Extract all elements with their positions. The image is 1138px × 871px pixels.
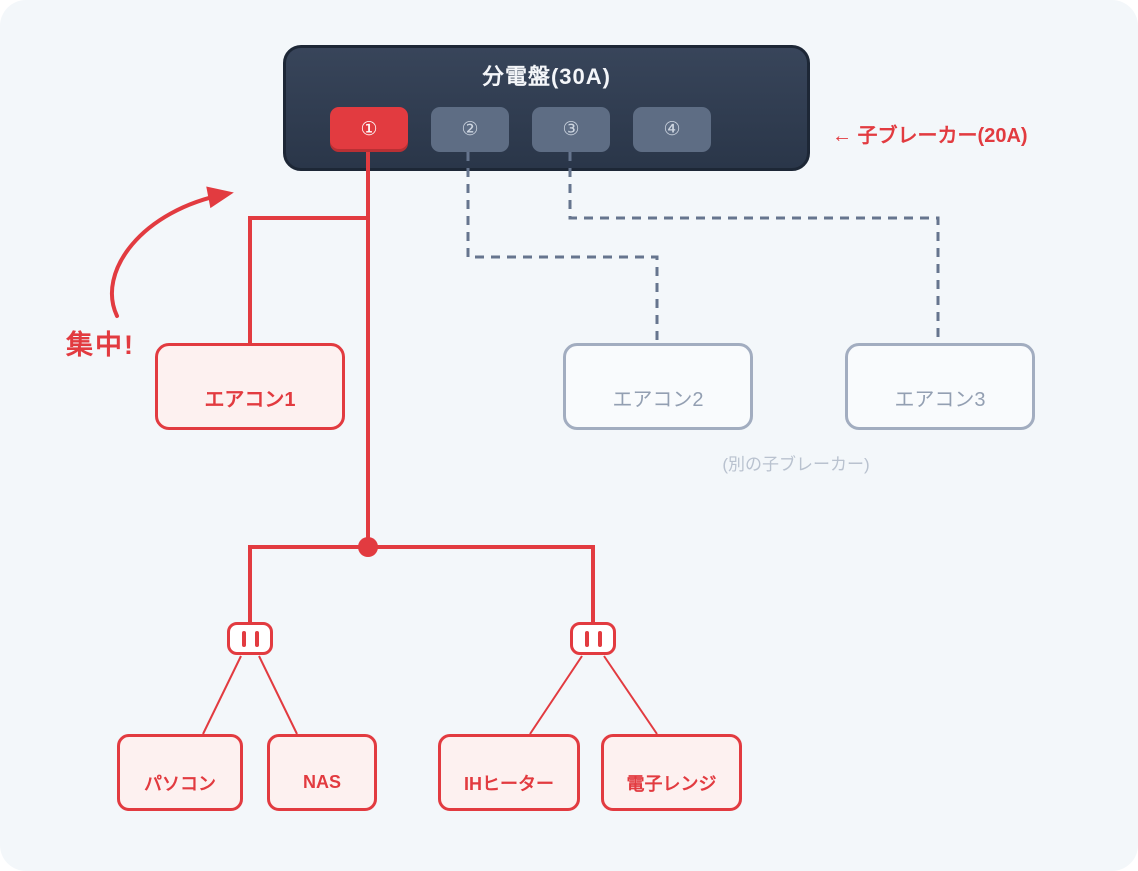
- concentration-label: 集中!: [66, 330, 135, 360]
- cord-outlet1-nas: [258, 655, 298, 735]
- wire-breaker2-to-aircon2: [466, 152, 659, 343]
- node-nas: NAS: [267, 734, 377, 811]
- node-aircon1-label: エアコン1: [204, 389, 296, 411]
- outlet-slot-icon: [241, 630, 246, 647]
- wire-branch-aircon1: [248, 216, 368, 343]
- node-aircon3-label: エアコン3: [894, 389, 986, 411]
- node-aircon1: エアコン1: [155, 343, 345, 430]
- cord-outlet2-ih: [529, 655, 583, 735]
- breaker-3: ③: [532, 107, 610, 152]
- child-breaker-label: ← 子ブレーカー(20A): [832, 125, 1028, 147]
- node-ih-heater-label: IHヒーター: [464, 773, 554, 794]
- outlet-icon: [570, 622, 616, 655]
- outlet-slot-icon: [597, 630, 602, 647]
- concentration-arrow-icon: [110, 186, 234, 318]
- cord-outlet2-microwave: [603, 655, 658, 735]
- breaker-1: ①: [330, 107, 408, 152]
- wire-branch-outlets: [248, 545, 595, 622]
- distribution-panel: 分電盤(30A) ① ② ③ ④: [283, 45, 810, 171]
- other-breaker-note: (別の子ブレーカー): [722, 455, 870, 474]
- panel-title: 分電盤(30A): [481, 64, 611, 89]
- outlet-slot-icon: [584, 630, 589, 647]
- node-nas-label: NAS: [302, 772, 341, 792]
- node-aircon2-label: エアコン2: [612, 389, 704, 411]
- node-aircon2: エアコン2: [563, 343, 753, 430]
- wire-breaker3-to-aircon3: [568, 152, 940, 343]
- node-pc-label: パソコン: [144, 773, 216, 794]
- junction-dot: [358, 537, 378, 557]
- cord-outlet1-pc: [202, 655, 242, 735]
- outlet-icon: [227, 622, 273, 655]
- node-aircon3: エアコン3: [845, 343, 1035, 430]
- node-pc: パソコン: [117, 734, 243, 811]
- node-microwave-label: 電子レンジ: [626, 773, 717, 794]
- outlet-slot-icon: [254, 630, 259, 647]
- breaker-4: ④: [633, 107, 711, 152]
- node-ih-heater: IHヒーター: [438, 734, 580, 811]
- node-microwave: 電子レンジ: [601, 734, 742, 811]
- breaker-2: ②: [431, 107, 509, 152]
